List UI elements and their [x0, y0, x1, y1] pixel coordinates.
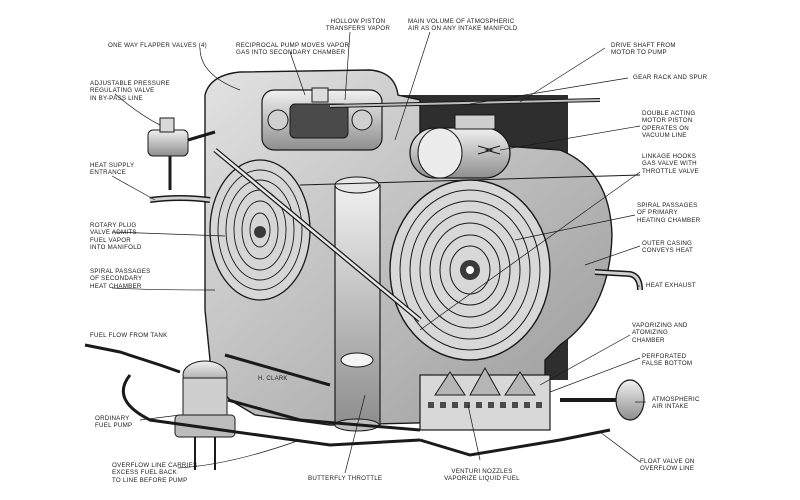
- label-main-volume: MAIN VOLUME OF ATMOSPHERIC AIR AS ON ANY…: [408, 18, 518, 33]
- label-gear-rack: GEAR RACK AND SPUR: [633, 74, 708, 81]
- label-motor-piston: DOUBLE ACTING MOTOR PISTON OPERATES ON V…: [642, 110, 696, 140]
- label-one-way-valves: ONE WAY FLAPPER VALVES (4): [108, 42, 207, 49]
- label-linkage-hooks: LINKAGE HOOKS GAS VALVE WITH THROTTLE VA…: [642, 153, 699, 175]
- leader-lines: [111, 31, 646, 474]
- label-vaporizing-chamber: VAPORIZING AND ATOMIZING CHAMBER: [632, 322, 688, 344]
- reciprocal-pump: [261, 87, 383, 151]
- label-heat-exhaust: HEAT EXHAUST: [646, 282, 696, 289]
- label-rotary-plug: ROTARY PLUG VALVE ADMITS FUEL VAPOR INTO…: [90, 222, 142, 252]
- label-drive-shaft: DRIVE SHAFT FROM MOTOR TO PUMP: [611, 42, 676, 57]
- label-adjustable-valve: ADJUSTABLE PRESSURE REGULATING VALVE IN …: [90, 80, 170, 102]
- illustrator-signature: H. CLARK: [258, 376, 288, 382]
- label-float-valve: FLOAT VALVE ON OVERFLOW LINE: [640, 458, 695, 473]
- float-return-pipe: [419, 428, 611, 457]
- pressure-regulating-valve: [147, 117, 216, 190]
- overflow-pipe: [121, 374, 421, 447]
- label-atmospheric-intake: ATMOSPHERIC AIR INTAKE: [652, 396, 700, 411]
- air-intake: [560, 379, 645, 421]
- fuel-line: [84, 343, 181, 374]
- throttle-column: [334, 176, 381, 432]
- label-perforated-bottom: PERFORATED FALSE BOTTOM: [642, 353, 693, 368]
- primary-heating-chamber: [389, 179, 551, 361]
- label-ordinary-pump: ORDINARY FUEL PUMP: [95, 415, 133, 430]
- label-spiral-secondary: SPIRAL PASSAGES OF SECONDARY HEAT CHAMBE…: [90, 268, 151, 290]
- label-overflow-line: OVERFLOW LINE CARRIES EXCESS FUEL BACK T…: [112, 462, 198, 484]
- fuel-pump: [174, 360, 236, 470]
- secondary-heat-chamber: [209, 159, 311, 301]
- vaporizing-chamber: [419, 366, 551, 431]
- label-hollow-piston: HOLLOW PISTON TRANSFERS VAPOR: [325, 18, 391, 33]
- label-heat-supply: HEAT SUPPLY ENTRANCE: [90, 162, 135, 177]
- label-fuel-flow: FUEL FLOW FROM TANK: [90, 332, 168, 339]
- label-outer-casing: OUTER CASING CONVEYS HEAT: [642, 240, 694, 255]
- label-venturi-nozzles: VENTURI NOZZLES VAPORIZE LIQUID FUEL: [444, 468, 520, 483]
- fuel-delivery-pipe: [227, 398, 421, 432]
- label-spiral-primary: SPIRAL PASSAGES OF PRIMARY HEATING CHAMB…: [637, 202, 701, 224]
- motor-piston-cylinder: [409, 114, 511, 179]
- label-butterfly-throttle: BUTTERFLY THROTTLE: [308, 475, 383, 482]
- label-reciprocal-pump: RECIPROCAL PUMP MOVES VAPOR GAS INTO SEC…: [236, 42, 350, 57]
